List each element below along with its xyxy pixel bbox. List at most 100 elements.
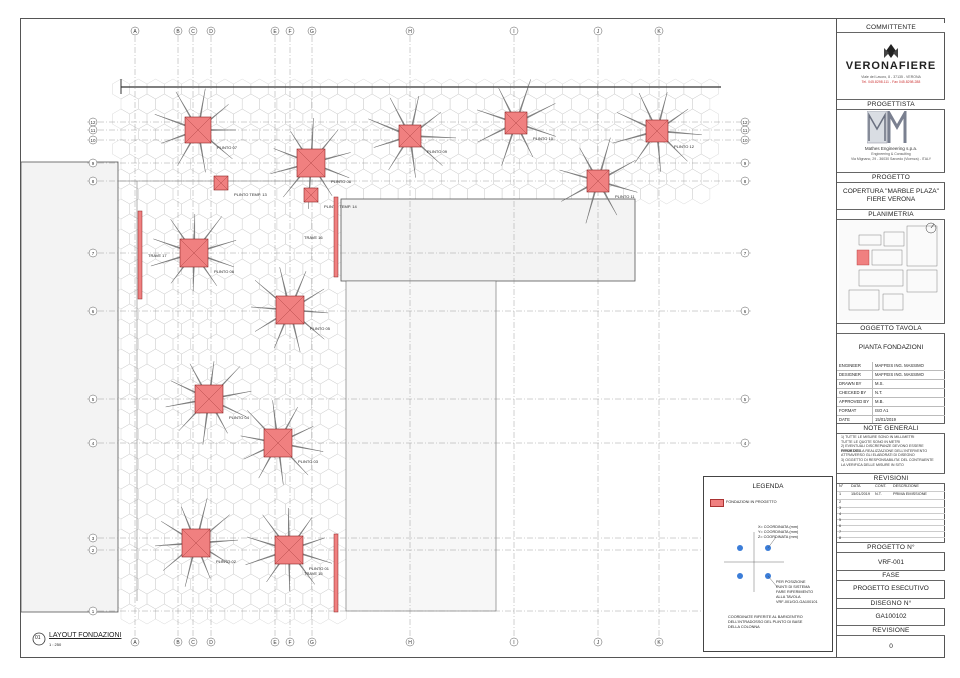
grid-bubble-1 bbox=[88, 606, 98, 616]
grid-label-6: 6 bbox=[92, 309, 95, 314]
pad-diagonal bbox=[275, 295, 305, 325]
grid-bubble-B bbox=[173, 637, 183, 647]
grid-bubble-8 bbox=[88, 176, 98, 186]
grid-bubble-E bbox=[270, 26, 280, 36]
pad-label: PLINTO 09 bbox=[427, 149, 448, 154]
grid-label-4: 4 bbox=[744, 441, 747, 446]
foundation-pad: PLINTO 06 bbox=[150, 213, 237, 292]
foundation-pad: PLINTO 07 bbox=[154, 88, 238, 173]
foundation-pad: PLINTO 09 bbox=[368, 95, 457, 178]
grid-label-11: 11 bbox=[743, 128, 748, 133]
grid-label-1: 1 bbox=[92, 609, 95, 614]
info-value: M.B. bbox=[875, 399, 884, 404]
info-value: MAFFEIS ING. MASSIMO bbox=[875, 372, 924, 377]
revision-cell: 3 bbox=[839, 506, 842, 510]
legend-bottom-note-3: DELLA COLONNA bbox=[728, 625, 760, 629]
grid-bubble-G bbox=[307, 637, 317, 647]
pad-label: PLINTO 04 bbox=[229, 415, 250, 420]
grid-bubble-H bbox=[405, 637, 415, 647]
grid-label-9: 9 bbox=[92, 161, 95, 166]
pad-label: PLINTO 06 bbox=[214, 269, 235, 274]
client-address: Viale del Lavoro, 8 - 37135 - VERONA bbox=[861, 75, 921, 79]
view-marker-icon bbox=[32, 632, 46, 646]
grid-bubble-4 bbox=[88, 438, 98, 448]
grid-bubble-7 bbox=[88, 248, 98, 258]
legend-bottom-note-2: DELL'INTRADOSSO DEL PLINTO DI BASE bbox=[728, 620, 803, 624]
grid-bubble-9 bbox=[88, 158, 98, 168]
planimetria-header: PLANIMETRIA bbox=[837, 209, 945, 220]
grid-label-I: I bbox=[513, 640, 514, 646]
pad-diagonal bbox=[213, 175, 229, 191]
revisione-value: 0 bbox=[889, 643, 893, 650]
revision-cell: 6 bbox=[839, 524, 842, 528]
project-title-line2: FIERE VERONA bbox=[866, 196, 916, 203]
designer-tagline: Engineering & Consulting bbox=[871, 152, 911, 156]
revision-cell: PRIMA EMISSIONE bbox=[893, 492, 927, 496]
foundation-pad: PLINTO 10 bbox=[477, 79, 556, 166]
pad-label: PLINTO 01 bbox=[309, 566, 330, 571]
info-value: MAFFEIS ING. MASSIMO bbox=[875, 363, 924, 368]
disegno-header: DISEGNO N° bbox=[837, 598, 945, 609]
legend-swatch bbox=[710, 499, 724, 507]
grid-label-5: 5 bbox=[92, 397, 95, 402]
grid-label-D: D bbox=[209, 29, 213, 35]
progetto-n-value: VRF-001 bbox=[877, 559, 904, 566]
beam-label: TRAVE 17 bbox=[148, 253, 167, 258]
grid-bubble-J bbox=[593, 26, 603, 36]
note-line: LA VERIFICA DELLE MISURE IN SITO bbox=[841, 462, 904, 467]
grid-label-7: 7 bbox=[744, 251, 747, 256]
pad-label: PLINTO 10 bbox=[533, 136, 554, 141]
revision-row: 4 bbox=[837, 511, 945, 520]
pad-label: PLINTO 07 bbox=[217, 145, 238, 150]
existing-buildings bbox=[21, 79, 721, 613]
grid-label-K: K bbox=[657, 29, 661, 35]
info-key: ENGINEER bbox=[839, 362, 873, 370]
legend-position-note-5: VRF-001/GO-GA100101 bbox=[776, 600, 818, 604]
fase-value: PROGETTO ESECUTIVO bbox=[853, 585, 929, 592]
pad-label: PLINTO 12 bbox=[674, 144, 695, 149]
drawing-sheet-border bbox=[20, 18, 945, 658]
pad-label: PLINTO TEMP. 13 bbox=[234, 192, 267, 197]
building-right-lower bbox=[345, 280, 497, 612]
designer-name: Mathes Engineering s.p.a. bbox=[864, 146, 918, 151]
pad-label: PLINTO 11 bbox=[615, 194, 635, 199]
revision-cell: 2 bbox=[839, 500, 842, 504]
revision-cell: N° bbox=[839, 484, 844, 488]
legend-item-label: FONDAZIONI IN PROGETTO bbox=[726, 500, 777, 504]
grid-bubble-J bbox=[593, 637, 603, 647]
revision-row: 2 bbox=[837, 499, 945, 508]
grid-bubble-A bbox=[130, 637, 140, 647]
note-line: 2) EVENTUALI DISCREPANZE DEVONO ESSERE R… bbox=[841, 444, 924, 453]
grid-bubble-K bbox=[654, 637, 664, 647]
pad-label: PLINTO 05 bbox=[310, 326, 331, 331]
pad-diagonal bbox=[645, 119, 669, 143]
revision-cell: 5 bbox=[839, 518, 842, 522]
beam-rect bbox=[333, 533, 339, 613]
grid-label-J: J bbox=[597, 640, 600, 646]
info-value: 15/01/2019 bbox=[875, 417, 896, 422]
revisioni-header: REVISIONI bbox=[837, 473, 945, 484]
grid-label-3: 3 bbox=[92, 536, 95, 541]
client-logo-icon bbox=[884, 44, 898, 58]
pad-label: PLINTO 08 bbox=[331, 179, 352, 184]
revision-cell: 8 bbox=[839, 536, 842, 540]
oggetto-value: PIANTA FONDAZIONI bbox=[858, 344, 924, 351]
foundation-pad: PLINTO TEMP. 13 bbox=[213, 175, 267, 197]
grid-label-12: 12 bbox=[742, 120, 748, 125]
legend-position-note-4: ALLA TAVOLA bbox=[776, 595, 801, 599]
strut-arm bbox=[612, 131, 652, 144]
info-value: ISO A1 bbox=[875, 408, 889, 413]
grid-label-6: 6 bbox=[744, 309, 747, 314]
grid-bubble-6 bbox=[740, 306, 750, 316]
grid-bubble-8 bbox=[740, 176, 750, 186]
pad-label: PLINTO TEMP. 14 bbox=[324, 204, 357, 209]
grid-label-10: 10 bbox=[90, 138, 96, 143]
legend-box: LEGENDA FONDAZIONI IN PROGETTO X= COORDI… bbox=[703, 476, 833, 652]
view-number: 01 bbox=[35, 635, 41, 641]
grid-label-10: 10 bbox=[742, 138, 748, 143]
grid-bubble-3 bbox=[88, 533, 98, 543]
site-plan-thumbnail bbox=[839, 220, 943, 320]
grid-bubble-4 bbox=[740, 438, 750, 448]
